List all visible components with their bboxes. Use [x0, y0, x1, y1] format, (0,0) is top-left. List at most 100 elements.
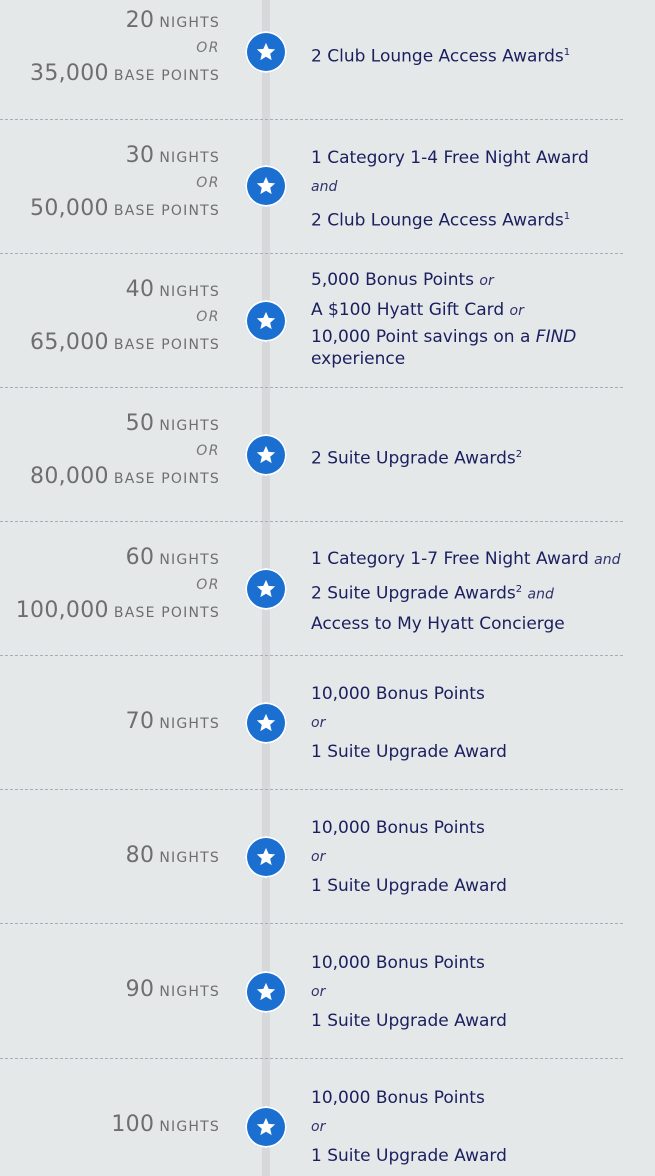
reward: 10,000 Bonus Points or 1 Suite Upgrade A… — [311, 814, 621, 901]
star-icon — [245, 31, 287, 73]
milestone: 30 NIGHTS OR 50,000 BASE POINTS — [0, 143, 220, 221]
star-icon — [245, 836, 287, 878]
nights-value: 80 — [125, 843, 155, 868]
reward-line: 10,000 Bonus Points — [311, 684, 485, 704]
reward: 10,000 Bonus Points or 1 Suite Upgrade A… — [311, 680, 621, 767]
tier-row-70: 70 NIGHTS 10,000 Bonus Points or 1 Suite… — [0, 656, 623, 790]
or-label: OR — [196, 443, 220, 459]
nights-unit: NIGHTS — [159, 716, 220, 732]
points-unit: BASE POINTS — [113, 68, 220, 84]
points-value: 50,000 — [30, 196, 109, 221]
conjunction: or — [311, 849, 326, 865]
conjunction: or — [311, 715, 326, 731]
reward-line: 2 Suite Upgrade Awards — [311, 583, 516, 604]
reward-line: 1 Suite Upgrade Award — [311, 742, 507, 762]
conjunction: or — [509, 303, 524, 319]
reward: 10,000 Bonus Points or 1 Suite Upgrade A… — [311, 949, 621, 1036]
milestone: 80 NIGHTS — [0, 843, 220, 868]
reward-line: 1 Suite Upgrade Award — [311, 1011, 507, 1031]
reward-line: 2 Club Lounge Access Awards — [311, 46, 564, 67]
reward-line: 2 Suite Upgrade Awards — [311, 448, 516, 469]
reward-line: 1 Suite Upgrade Award — [311, 1146, 507, 1166]
nights-value: 90 — [125, 977, 155, 1002]
footnote-marker: 1 — [563, 47, 571, 58]
nights-value: 30 — [125, 143, 155, 168]
conjunction: or — [311, 984, 326, 1000]
reward-line: 10,000 Point savings on a — [311, 327, 531, 347]
star-icon — [245, 702, 287, 744]
tier-row-90: 90 NIGHTS 10,000 Bonus Points or 1 Suite… — [0, 924, 623, 1059]
or-label: OR — [196, 309, 220, 325]
reward-line: 1 Category 1-4 Free Night Award — [311, 148, 589, 168]
tier-row-100: 100 NIGHTS 10,000 Bonus Points or 1 Suit… — [0, 1059, 623, 1176]
milestone: 60 NIGHTS OR 100,000 BASE POINTS — [0, 545, 220, 623]
star-icon — [245, 1106, 287, 1148]
milestone: 100 NIGHTS — [0, 1112, 220, 1137]
reward-line: A $100 Hyatt Gift Card — [311, 300, 505, 320]
reward-line: 2 Club Lounge Access Awards — [311, 210, 564, 231]
reward: 2 Suite Upgrade Awards2 — [311, 440, 621, 474]
conjunction: and — [311, 179, 338, 195]
reward-line: 5,000 Bonus Points — [311, 270, 475, 290]
find-emphasis: FIND — [535, 327, 577, 347]
or-label: OR — [196, 175, 220, 191]
tier-row-80: 80 NIGHTS 10,000 Bonus Points or 1 Suite… — [0, 790, 623, 924]
reward-line: 10,000 Bonus Points — [311, 953, 485, 973]
points-value: 80,000 — [30, 464, 109, 489]
tier-row-30: 30 NIGHTS OR 50,000 BASE POINTS 1 Catego… — [0, 120, 623, 254]
nights-unit: NIGHTS — [159, 284, 220, 300]
or-label: OR — [196, 40, 220, 56]
star-icon — [245, 568, 287, 610]
nights-unit: NIGHTS — [159, 850, 220, 866]
nights-value: 50 — [125, 411, 155, 436]
milestone: 20 NIGHTS OR 35,000 BASE POINTS — [0, 8, 220, 86]
reward-line: 1 Category 1-7 Free Night Award — [311, 549, 589, 569]
points-value: 35,000 — [30, 61, 109, 86]
points-unit: BASE POINTS — [113, 605, 220, 621]
nights-unit: NIGHTS — [159, 150, 220, 166]
or-label: OR — [196, 577, 220, 593]
nights-value: 40 — [125, 277, 155, 302]
reward-line: 1 Suite Upgrade Award — [311, 876, 507, 896]
tier-row-20: 20 NIGHTS OR 35,000 BASE POINTS 2 Club L… — [0, 0, 623, 120]
footnote-marker: 1 — [563, 211, 571, 222]
tier-row-60: 60 NIGHTS OR 100,000 BASE POINTS 1 Categ… — [0, 522, 623, 656]
reward: 1 Category 1-7 Free Night Award and 2 Su… — [311, 545, 621, 639]
nights-value: 70 — [125, 709, 155, 734]
conjunction: or — [479, 273, 494, 289]
nights-unit: NIGHTS — [159, 984, 220, 1000]
nights-unit: NIGHTS — [159, 418, 220, 434]
conjunction: or — [311, 1119, 326, 1135]
nights-unit: NIGHTS — [159, 15, 220, 31]
milestone: 90 NIGHTS — [0, 977, 220, 1002]
reward: 1 Category 1-4 Free Night Award and 2 Cl… — [311, 144, 621, 236]
reward: 2 Club Lounge Access Awards1 — [311, 38, 621, 72]
nights-unit: NIGHTS — [159, 552, 220, 568]
milestone: 40 NIGHTS OR 65,000 BASE POINTS — [0, 277, 220, 355]
star-icon — [245, 165, 287, 207]
nights-value: 60 — [125, 545, 155, 570]
reward-line: 10,000 Bonus Points — [311, 818, 485, 838]
nights-value: 100 — [111, 1112, 155, 1137]
tier-row-40: 40 NIGHTS OR 65,000 BASE POINTS 5,000 Bo… — [0, 254, 623, 388]
reward-line: experience — [311, 349, 406, 369]
points-unit: BASE POINTS — [113, 203, 220, 219]
nights-unit: NIGHTS — [159, 1119, 220, 1135]
points-unit: BASE POINTS — [113, 337, 220, 353]
tier-row-50: 50 NIGHTS OR 80,000 BASE POINTS 2 Suite … — [0, 388, 623, 522]
reward: 10,000 Bonus Points or 1 Suite Upgrade A… — [311, 1084, 621, 1171]
conjunction: and — [527, 586, 554, 603]
milestone: 70 NIGHTS — [0, 709, 220, 734]
star-icon — [245, 971, 287, 1013]
nights-value: 20 — [125, 8, 155, 33]
milestone: 50 NIGHTS OR 80,000 BASE POINTS — [0, 411, 220, 489]
star-icon — [245, 434, 287, 476]
footnote-marker: 2 — [515, 584, 523, 595]
star-icon — [245, 300, 287, 342]
conjunction: and — [594, 552, 621, 568]
points-unit: BASE POINTS — [113, 471, 220, 487]
footnote-marker: 2 — [515, 449, 523, 460]
reward: 5,000 Bonus Points or A $100 Hyatt Gift … — [311, 266, 621, 370]
reward-line: Access to My Hyatt Concierge — [311, 613, 565, 634]
points-value: 100,000 — [15, 598, 109, 623]
